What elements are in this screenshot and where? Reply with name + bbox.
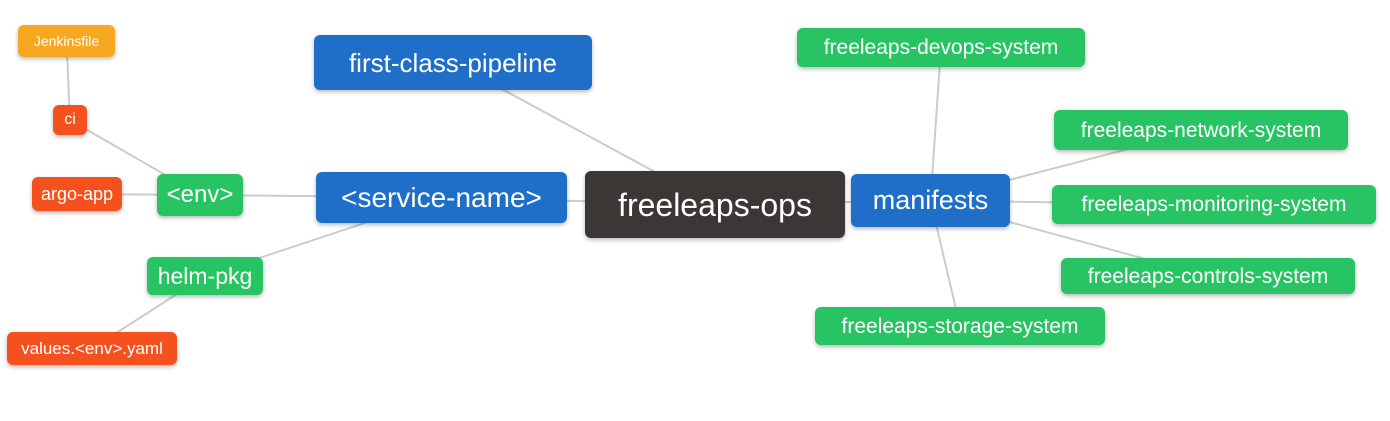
node-label: freeleaps-storage-system (841, 314, 1079, 338)
node-label: argo-app (40, 184, 114, 204)
node-argo-app[interactable]: argo-app (32, 177, 122, 211)
node-monitoring-system[interactable]: freeleaps-monitoring-system (1052, 185, 1376, 224)
node-label: ci (64, 111, 76, 128)
node-devops-system[interactable]: freeleaps-devops-system (797, 28, 1085, 67)
node-label: freeleaps-controls-system (1087, 264, 1329, 288)
node-helm-pkg[interactable]: helm-pkg (147, 257, 263, 295)
node-storage-system[interactable]: freeleaps-storage-system (815, 307, 1105, 345)
node-label: values.<env>.yaml (21, 339, 163, 358)
node-network-system[interactable]: freeleaps-network-system (1054, 110, 1348, 150)
node-jenkinsfile[interactable]: Jenkinsfile (18, 25, 115, 57)
node-label: helm-pkg (157, 262, 253, 289)
node-label: freeleaps-devops-system (823, 36, 1059, 59)
node-label: <env> (166, 181, 234, 208)
node-env[interactable]: <env> (157, 174, 243, 216)
node-freeleaps-ops[interactable]: freeleaps-ops (585, 171, 845, 238)
node-manifests[interactable]: manifests (851, 174, 1010, 227)
node-label: first-class-pipeline (348, 47, 558, 78)
node-label: freeleaps-monitoring-system (1081, 193, 1347, 216)
node-label: freeleaps-network-system (1080, 118, 1322, 142)
node-controls-system[interactable]: freeleaps-controls-system (1061, 258, 1355, 294)
node-label: freeleaps-ops (618, 186, 812, 223)
node-ci[interactable]: ci (53, 105, 87, 135)
node-service-name[interactable]: <service-name> (316, 172, 567, 223)
node-label: <service-name> (341, 181, 542, 213)
node-label: manifests (872, 185, 989, 215)
node-values-env-yaml[interactable]: values.<env>.yaml (7, 332, 177, 365)
node-first-class-pipeline[interactable]: first-class-pipeline (314, 35, 592, 90)
node-label: Jenkinsfile (33, 33, 100, 49)
